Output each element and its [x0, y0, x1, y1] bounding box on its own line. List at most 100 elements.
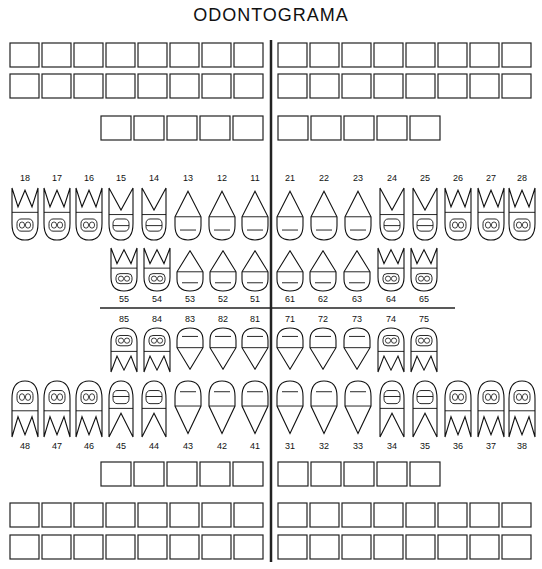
occlusal-face: [483, 219, 499, 231]
tooth-figure: [177, 328, 203, 369]
record-box: [10, 43, 39, 67]
tooth-number: 17: [42, 173, 72, 184]
record-box: [10, 74, 39, 98]
tooth-number: 73: [342, 314, 372, 325]
tooth-figure: [277, 328, 303, 369]
tooth-number: 52: [208, 294, 238, 305]
tooth-figure: [177, 251, 203, 291]
tooth-outline: [111, 248, 137, 291]
record-box: [42, 74, 71, 98]
tooth-outline: [144, 248, 170, 291]
tooth-number: 45: [106, 441, 136, 452]
tooth-detail: [310, 272, 336, 283]
record-box: [278, 535, 307, 559]
tooth-figure: [12, 381, 38, 437]
tooth-outline: [210, 251, 236, 291]
cusp-mark: [124, 276, 129, 281]
record-box: [170, 503, 199, 527]
tooth-outline: [209, 381, 235, 433]
record-box: [374, 43, 403, 67]
record-box: [278, 116, 308, 140]
tooth-outline: [378, 248, 404, 291]
record-box: [406, 535, 435, 559]
record-box: [342, 503, 371, 527]
tooth-detail: [411, 351, 437, 352]
midline: [270, 40, 273, 562]
tooth-detail: [509, 212, 535, 213]
record-box: [406, 74, 435, 98]
cusp-mark: [157, 276, 162, 281]
cusp-mark: [51, 222, 56, 228]
tooth-figure: [411, 328, 437, 372]
tooth-number: 61: [275, 294, 305, 305]
record-box: [42, 535, 71, 559]
tooth-figure: [44, 188, 70, 240]
record-box: [234, 503, 263, 527]
tooth-detail: [378, 351, 404, 352]
cusp-mark: [89, 394, 94, 401]
record-box: [470, 503, 499, 527]
record-box: [406, 503, 435, 527]
record-box: [342, 535, 371, 559]
tooth-number: 26: [443, 173, 473, 184]
tooth-outline: [413, 188, 437, 240]
tooth-number: 63: [342, 294, 372, 305]
occlusal-face: [146, 391, 162, 404]
tooth-detail: [242, 392, 268, 406]
record-box: [74, 535, 103, 559]
record-box: [502, 74, 531, 98]
cusp-mark: [157, 338, 162, 343]
tooth-figure: [345, 381, 371, 433]
record-box: [278, 43, 307, 67]
cusp-mark: [516, 394, 521, 401]
tooth-detail: [209, 392, 235, 406]
cusp-mark: [458, 394, 463, 401]
tooth-detail: [242, 217, 268, 230]
tooth-figure: [242, 381, 268, 433]
tooth-figure: [76, 381, 102, 437]
tooth-figure: [144, 248, 170, 291]
tooth-figure: [311, 381, 337, 433]
tooth-figure: [210, 328, 236, 369]
cusp-mark: [25, 394, 30, 401]
tooth-number: 36: [443, 441, 473, 452]
cusp-mark: [57, 394, 62, 401]
tooth-outline: [478, 188, 504, 240]
record-box: [233, 116, 263, 140]
tooth-outline: [242, 251, 268, 291]
tooth-detail: [345, 217, 371, 230]
record-box: [170, 74, 199, 98]
record-box: [374, 503, 403, 527]
record-box: [342, 43, 371, 67]
tooth-outline: [277, 328, 303, 369]
tooth-outline: [76, 381, 102, 437]
cusp-mark: [89, 222, 94, 228]
tooth-detail: [111, 268, 137, 269]
occlusal-face: [81, 391, 97, 404]
tooth-figure: [242, 251, 268, 291]
cusp-mark: [522, 394, 527, 401]
tooth-detail: [445, 410, 471, 411]
tooth-detail: [310, 336, 336, 347]
record-box: [406, 43, 435, 67]
tooth-outline: [175, 191, 201, 240]
cusp-mark: [118, 338, 123, 343]
cusp-mark: [418, 276, 423, 281]
tooth-detail: [76, 410, 102, 411]
tooth-outline: [12, 188, 38, 240]
record-box: [170, 535, 199, 559]
tooth-number: 62: [308, 294, 338, 305]
tooth-number: 84: [142, 314, 172, 325]
tooth-figure: [445, 188, 471, 240]
record-box: [438, 535, 467, 559]
tooth-number: 15: [106, 173, 136, 184]
tooth-number: 47: [42, 441, 72, 452]
tooth-detail: [242, 336, 268, 347]
cusp-mark: [491, 222, 496, 228]
tooth-number: 28: [507, 173, 537, 184]
tooth-outline: [109, 188, 133, 240]
tooth-outline: [345, 191, 371, 240]
tooth-detail: [175, 392, 201, 406]
record-box: [74, 43, 103, 67]
tooth-number: 72: [308, 314, 338, 325]
